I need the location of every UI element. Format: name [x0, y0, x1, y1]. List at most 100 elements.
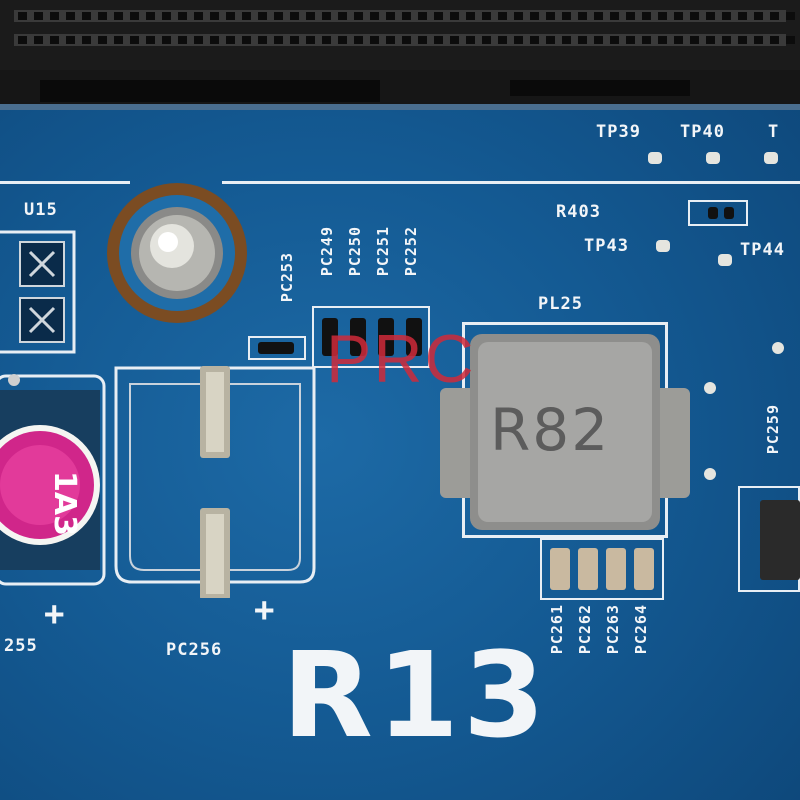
connector-pin-hole	[386, 12, 395, 20]
connector-pin-hole	[466, 36, 475, 44]
connector-pin-hole	[482, 12, 491, 20]
r403-label: R403	[556, 202, 601, 222]
connector-pin-hole	[50, 12, 59, 20]
connector-pin-hole	[594, 36, 603, 44]
connector-pin-hole	[18, 12, 27, 20]
connector-pin-hole	[514, 12, 523, 20]
r403-pad-2	[724, 207, 734, 219]
pc249-cap	[322, 318, 338, 356]
connector-pin-hole	[130, 12, 139, 20]
connector-pin-hole	[130, 36, 139, 44]
connector-pin-hole	[34, 12, 43, 20]
connector-pin-hole	[738, 12, 747, 20]
connector-pin-hole	[402, 12, 411, 20]
capacitor-marking: 1A3	[47, 471, 82, 536]
connector-pin-hole	[386, 36, 395, 44]
connector-pin-hole	[530, 36, 539, 44]
mounting-hole	[107, 183, 247, 323]
inductor-marking: R82	[490, 396, 611, 464]
connector-pin-hole	[578, 12, 587, 20]
connector-pin-hole	[98, 12, 107, 20]
connector-pin-hole	[66, 36, 75, 44]
connector-pin-hole	[306, 36, 315, 44]
connector-pin-hole	[466, 12, 475, 20]
connector-pin-hole	[434, 36, 443, 44]
connector-pin-hole	[162, 12, 171, 20]
pc259-label: PC259	[764, 404, 782, 455]
connector-pin-hole	[146, 12, 155, 20]
tp41-pad	[764, 152, 778, 164]
connector-pin-hole	[546, 36, 555, 44]
connector-pin-hole	[226, 12, 235, 20]
pc250-cap	[350, 318, 366, 356]
connector-pin-hole	[178, 36, 187, 44]
connector-pin-hole	[322, 36, 331, 44]
connector-pin-hole	[610, 12, 619, 20]
connector-pin-hole	[498, 36, 507, 44]
connector-pin-hole	[578, 36, 587, 44]
tp43-label: TP43	[584, 236, 629, 256]
pc256-plus: +	[254, 590, 276, 630]
connector-pin-hole	[626, 36, 635, 44]
connector-pin-hole	[114, 36, 123, 44]
connector-pin-hole	[146, 36, 155, 44]
connector-pin-hole	[274, 12, 283, 20]
connector-pin-hole	[194, 12, 203, 20]
connector-pin-hole	[210, 36, 219, 44]
u15-label: U15	[24, 200, 58, 220]
pc252-cap	[406, 318, 422, 356]
board-edge-line	[0, 181, 130, 184]
pc261-264-footprint	[540, 538, 664, 600]
pc263-label: PC263	[604, 604, 622, 655]
pc253-label: PC253	[278, 252, 296, 303]
pc255-label: 255	[4, 636, 38, 656]
connector-pin-hole	[18, 36, 27, 44]
via-2	[704, 468, 716, 480]
connector-pin-hole	[290, 36, 299, 44]
connector-pin-hole	[50, 36, 59, 44]
pc250-label: PC250	[346, 226, 364, 277]
connector-pin-hole	[482, 36, 491, 44]
connector-pin-hole	[242, 12, 251, 20]
connector-pin-hole	[162, 36, 171, 44]
connector-pin-hole	[530, 12, 539, 20]
connector-pin-hole	[658, 12, 667, 20]
pc253-footprint	[248, 336, 306, 360]
connector-pin-hole	[498, 12, 507, 20]
connector-pin-hole	[98, 36, 107, 44]
connector-pin-hole	[402, 36, 411, 44]
pc261-cap	[550, 548, 570, 590]
connector-pin-hole	[450, 36, 459, 44]
tp40-label: TP40	[680, 122, 725, 142]
pc251-cap	[378, 318, 394, 356]
pc256-label: PC256	[166, 640, 223, 660]
connector-pin-hole	[658, 36, 667, 44]
connector-pin-hole	[274, 36, 283, 44]
pc252-label: PC252	[402, 226, 420, 277]
pc256-footprint	[114, 366, 316, 598]
pc249-label: PC249	[318, 226, 336, 277]
connector-pin-hole	[450, 12, 459, 20]
connector-pin-hole	[754, 36, 763, 44]
connector-header	[0, 0, 800, 110]
pc264-label: PC264	[632, 604, 650, 655]
pc264-cap	[634, 548, 654, 590]
pc259-cap	[760, 500, 800, 580]
connector-pin-hole	[706, 36, 715, 44]
pc262-cap	[578, 548, 598, 590]
pl25-inductor	[440, 334, 690, 530]
connector-pin-hole	[194, 36, 203, 44]
connector-pin-hole	[226, 36, 235, 44]
board-label: R13	[282, 626, 550, 764]
connector-pin-hole	[338, 36, 347, 44]
connector-pin-hole	[354, 36, 363, 44]
connector-pin-hole	[562, 12, 571, 20]
connector-pin-hole	[626, 12, 635, 20]
r403-footprint	[688, 200, 748, 226]
connector-pin-hole	[290, 12, 299, 20]
connector-pin-hole	[418, 12, 427, 20]
connector-pin-hole	[82, 36, 91, 44]
connector-pin-hole	[690, 12, 699, 20]
connector-pin-hole	[514, 36, 523, 44]
